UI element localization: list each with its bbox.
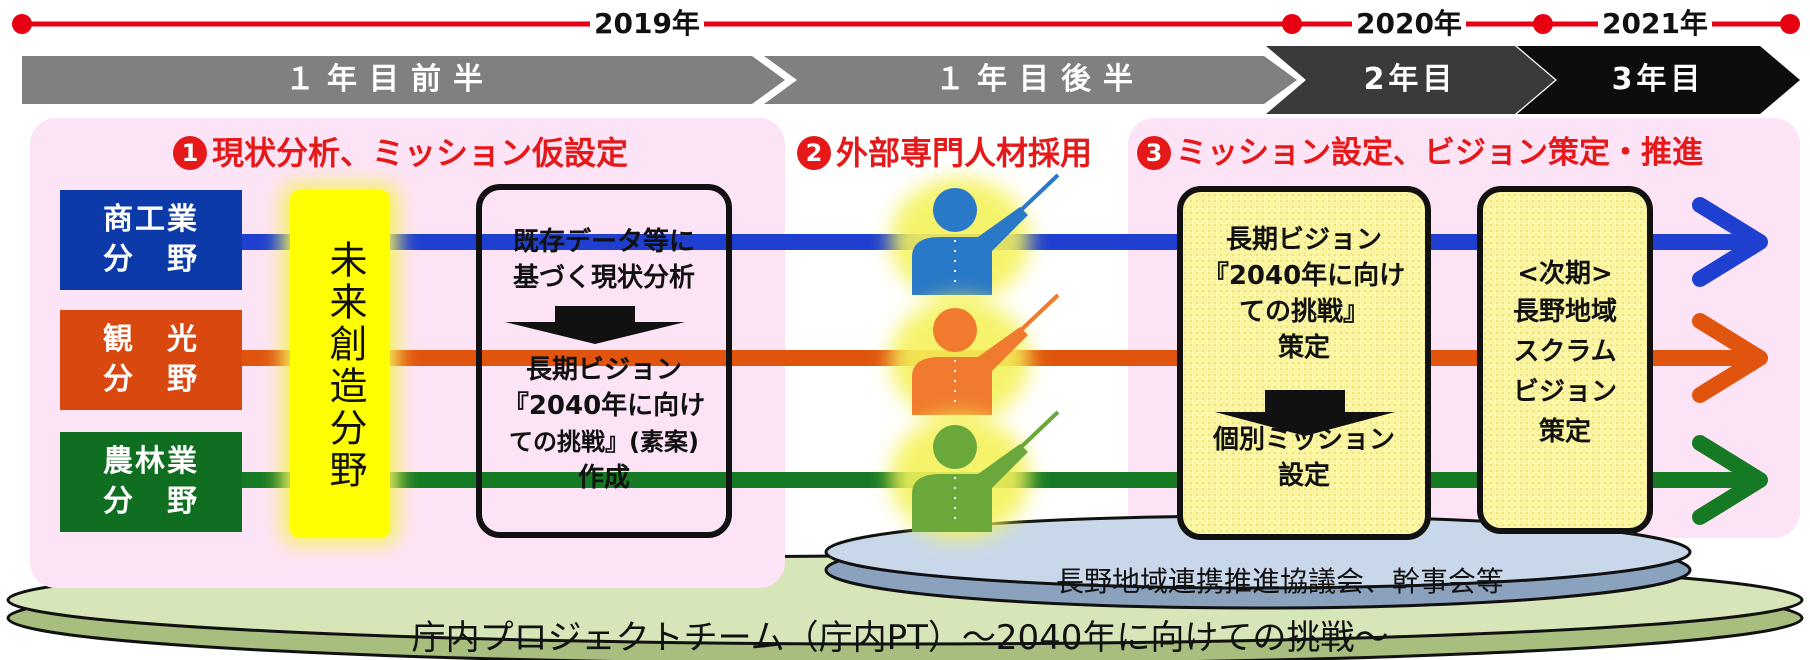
step2-heading: 外部専門人材採用: [836, 134, 1093, 172]
analysis-top-line2: 基づく現状分析: [512, 263, 695, 293]
field-box-commerce: [60, 190, 242, 290]
project-team-label: 庁内プロジェクトチーム（庁内PT）～2040年に向けての挑戦～: [411, 618, 1389, 658]
mirai-label: 未来創造分野: [323, 240, 367, 492]
field-box-tourism: [60, 310, 242, 410]
phase-label-1: １年目前半: [285, 62, 495, 97]
next-line3: スクラム: [1513, 337, 1617, 367]
presenter-orange-icon: [890, 293, 1060, 422]
field-tourism-label: 観 光 分 野: [60, 320, 242, 400]
analysis-bottom-line2: 『2040年に向け: [502, 391, 706, 421]
timeline: [12, 14, 1800, 34]
vision-top-line2: 『2040年に向け: [1202, 261, 1406, 291]
analysis-top-line1: 既存データ等に: [512, 227, 695, 257]
vision-top-line1: 長期ビジョン: [1225, 225, 1382, 255]
phase-label-4: 3年目: [1611, 62, 1705, 97]
phase-chevron-4: [1517, 46, 1800, 114]
analysis-down-arrow: [505, 306, 685, 344]
vision-top-line3: ての挑戦』: [1238, 297, 1369, 327]
presenter-green-icon: [890, 410, 1060, 539]
next-box-fill: [1477, 186, 1653, 534]
timeline-dot-2021: [1533, 14, 1553, 34]
step2-number: 2: [805, 139, 823, 167]
step1-number: 1: [181, 139, 199, 167]
field-tourism-line2: 分 野: [103, 362, 199, 397]
field-commerce-line1: 商工業: [103, 202, 199, 237]
timeline-dot-start: [12, 14, 32, 34]
phase-label-2: １年目後半: [935, 62, 1145, 97]
field-commerce-line2: 分 野: [103, 242, 199, 277]
analysis-bottom-line4: 作成: [577, 463, 630, 493]
step3-number-badge: [1137, 136, 1171, 170]
vision-box-fill: [1177, 186, 1431, 540]
step3-number: 3: [1145, 139, 1163, 167]
timeline-dot-2020: [1282, 14, 1302, 34]
vision-bottom-line2: 設定: [1277, 461, 1330, 491]
council-platform: [824, 514, 1692, 610]
step1-number-badge: [173, 136, 207, 170]
vision-box: 長期ビジョン 『2040年に向け ての挑戦』 策定 個別ミッション 設定: [1177, 186, 1431, 540]
analysis-bottom-line1: 長期ビジョン: [525, 355, 682, 385]
step1-heading: 現状分析、ミッション仮設定: [212, 134, 629, 172]
vision-down-arrow: [1215, 390, 1395, 436]
phase-chevron-1: [22, 56, 785, 104]
analysis-bottom-line3: ての挑戦』(素案): [509, 428, 699, 456]
vision-bottom-line1: 個別ミッション: [1212, 425, 1395, 455]
field-box-agriculture: [60, 432, 242, 532]
year-label-2020: 2020年: [1352, 8, 1466, 40]
next-line5: 策定: [1538, 417, 1591, 447]
timeline-dot-end: [1780, 14, 1800, 34]
step2-number-badge: [797, 136, 831, 170]
vision-top-line4: 策定: [1277, 333, 1330, 363]
council-label: 長野地域連携推進協議会、幹事会等: [1055, 565, 1504, 598]
field-commerce-label: 商工業 分 野: [60, 200, 242, 280]
mirai-box: [290, 190, 390, 538]
field-tourism-line1: 観 光: [103, 322, 199, 357]
field-agriculture-line2: 分 野: [103, 484, 199, 519]
next-line2: 長野地域: [1512, 297, 1617, 327]
phase-label-3: 2年目: [1363, 62, 1457, 97]
phase-chevron-3: [1266, 46, 1555, 114]
field-agriculture-line1: 農林業: [103, 444, 199, 479]
analysis-box: 既存データ等に 基づく現状分析 長期ビジョン 『2040年に向け ての挑戦』(素…: [476, 184, 732, 538]
field-agriculture-label: 農林業 分 野: [60, 442, 242, 522]
next-line4: ビジョン: [1512, 377, 1617, 407]
year-label-2019: 2019年: [590, 8, 704, 40]
presenter-blue-icon: [890, 173, 1060, 302]
next-vision-box: <次期> 長野地域 スクラム ビジョン 策定: [1477, 186, 1653, 534]
year-label-2021: 2021年: [1598, 8, 1712, 40]
step3-heading: ミッション設定、ビジョン策定・推進: [1176, 135, 1703, 171]
next-line1: <次期>: [1517, 259, 1613, 289]
phase-chevron-2: [764, 56, 1297, 104]
